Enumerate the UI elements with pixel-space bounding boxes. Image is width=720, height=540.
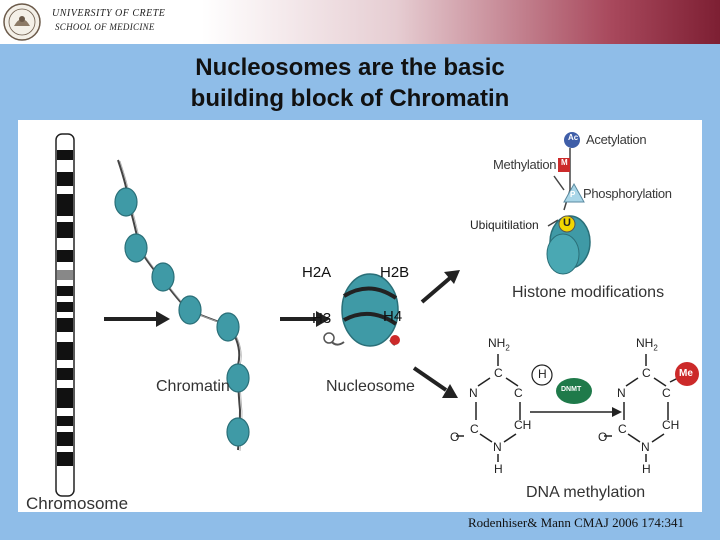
- n-right-1: N: [641, 440, 650, 454]
- school-name: SCHOOL OF MEDICINE: [55, 22, 155, 32]
- nucleosome-label: Nucleosome: [326, 378, 415, 395]
- arrow-to-chromatin: [104, 311, 170, 327]
- n-right-3: N: [617, 386, 626, 400]
- h-circle: [531, 364, 553, 386]
- h4-label: H4: [383, 308, 403, 325]
- chromatin-label: Chromatin: [156, 378, 230, 395]
- header-band: [0, 0, 720, 44]
- methyl-badge-label: M: [561, 158, 568, 167]
- methyl-badge: [675, 362, 699, 386]
- ubiquitin-badge-label: U: [563, 217, 571, 229]
- modified-nucleosome: [546, 132, 591, 275]
- citation: Rodenhiser& Mann CMAJ 2006 174:341: [468, 515, 684, 530]
- phosphorylation-label: Phosphorylation: [583, 186, 672, 201]
- dnmt-enzyme: [556, 378, 592, 404]
- ubiquitination-label: Ubiquitilation: [470, 218, 539, 232]
- histone-modifications-label: Histone modifications: [512, 284, 665, 301]
- me-badge-label: Me: [679, 368, 693, 379]
- nh2-left: NH2: [488, 336, 510, 353]
- chromosome-label: Chromosome: [26, 494, 129, 513]
- university-seal: [3, 3, 41, 41]
- h2b-label: H2B: [380, 264, 410, 281]
- chromosome-drawing: [55, 133, 75, 497]
- c-right-top: C: [642, 366, 651, 380]
- h-right: H: [642, 462, 651, 476]
- slide-title: Nucleosomes are the basic building block…: [150, 52, 550, 114]
- arrow-to-dna-methylation: [412, 366, 458, 398]
- arrow-to-histone-mods: [420, 270, 460, 304]
- c-right-2: C: [618, 422, 627, 436]
- ch-left: CH: [514, 418, 532, 432]
- c-right-5: C: [662, 386, 671, 400]
- chromatin-figure: Ac Acetylation M Methylation P Phosphory…: [18, 120, 702, 513]
- chromatin-fiber: [114, 159, 250, 452]
- h3-label: H3: [312, 310, 332, 327]
- c-left-5: C: [514, 386, 523, 400]
- nh2-right: NH2: [636, 336, 658, 353]
- h2a-label: H2A: [302, 264, 332, 281]
- university-name: UNIVERSITY OF CRETE: [52, 8, 166, 19]
- o-left: O: [450, 430, 460, 444]
- c-left-top: C: [494, 366, 503, 380]
- n-left-3: N: [469, 386, 478, 400]
- c-left-2: C: [470, 422, 479, 436]
- title-line-1: Nucleosomes are the basic: [195, 54, 505, 81]
- title-line-2: building block of Chromatin: [190, 85, 510, 112]
- arrow-to-nucleosome: [280, 311, 330, 327]
- acetyl-badge-label: Ac: [568, 133, 579, 142]
- nucleosome-drawing: [323, 273, 400, 347]
- h-left: H: [494, 462, 503, 476]
- dnmt-label: DNMT: [561, 386, 582, 393]
- phospho-badge-label: P: [570, 190, 576, 199]
- n-left-1: N: [493, 440, 502, 454]
- o-right: O: [598, 430, 608, 444]
- cytosine-left: [456, 354, 521, 462]
- methylation-label: Methylation: [493, 157, 557, 172]
- acetylation-label: Acetylation: [586, 132, 647, 147]
- ch-right: CH: [662, 418, 680, 432]
- dna-methylation-label: DNA methylation: [526, 484, 646, 501]
- h-circle-label: H: [538, 367, 547, 381]
- reaction-arrowhead: [612, 407, 622, 417]
- cytosine-right: [604, 354, 679, 462]
